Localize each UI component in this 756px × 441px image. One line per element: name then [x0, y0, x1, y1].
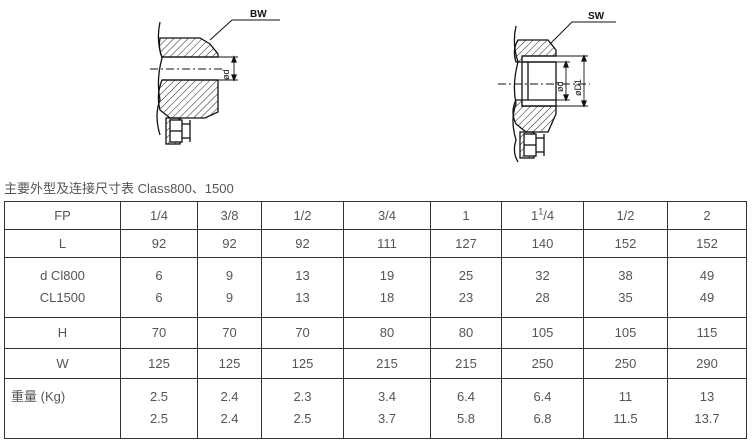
- size-tail: /4: [543, 207, 555, 223]
- cell: 115: [667, 317, 747, 349]
- cell: 23: [430, 286, 502, 318]
- cell: 250: [501, 348, 584, 379]
- cell: 2.3: [261, 378, 344, 407]
- cell: 9: [197, 257, 262, 286]
- cell: 2.5: [120, 378, 198, 407]
- cell: 125: [120, 348, 198, 379]
- header-size: 3/4: [343, 201, 431, 230]
- cell: 215: [430, 348, 502, 379]
- cell: 250: [583, 348, 668, 379]
- header-label: FP: [4, 201, 121, 230]
- cell: 11.5: [583, 407, 668, 439]
- cell: 49: [667, 286, 747, 318]
- cell: 140: [501, 229, 584, 258]
- dimension-table: FP 1/4 3/8 1/2 3/4 1 11/4 1/2 2 L 92 92 …: [4, 201, 747, 439]
- row-label: 重量 (Kg): [4, 378, 121, 407]
- cell: 70: [261, 317, 344, 349]
- header-size: 2: [667, 201, 747, 230]
- cell: 19: [343, 257, 431, 286]
- row-label: W: [4, 348, 121, 379]
- row-label: d Cl800: [4, 257, 121, 286]
- cell: 3.4: [343, 378, 431, 407]
- bw-label: BW: [250, 9, 267, 20]
- cell: 125: [197, 348, 262, 379]
- cell: 9: [197, 286, 262, 318]
- row-label: L: [4, 229, 121, 258]
- table-row: CL1500 6 9 13 18 23 28 35 49: [4, 286, 747, 318]
- bw-drawing: [150, 19, 280, 145]
- header-size: 1/2: [583, 201, 668, 230]
- table-row: W 125 125 125 215 215 250 250 290: [4, 348, 747, 379]
- cell: 290: [667, 348, 747, 379]
- cell: 3.7: [343, 407, 431, 439]
- size-sup: 1: [538, 206, 544, 217]
- cell: 92: [197, 229, 262, 258]
- cell: 80: [343, 317, 431, 349]
- size-whole: 1: [530, 207, 539, 223]
- cell: 35: [583, 286, 668, 318]
- cell: 111: [343, 229, 431, 258]
- header-size: 1/4: [120, 201, 198, 230]
- header-size: 1: [430, 201, 502, 230]
- cell: 28: [501, 286, 584, 318]
- cell: 13.7: [667, 407, 747, 439]
- cell: 18: [343, 286, 431, 318]
- table-caption: 主要外型及连接尺寸表 Class800、1500: [4, 181, 234, 196]
- cell: 70: [197, 317, 262, 349]
- cell: 6.8: [501, 407, 584, 439]
- row-label: [4, 407, 121, 439]
- cell: 38: [583, 257, 668, 286]
- connection-drawings: BW ød SW: [150, 9, 616, 163]
- cell: 5.8: [430, 407, 502, 439]
- cell: 13: [261, 286, 344, 318]
- cell: 13: [261, 257, 344, 286]
- cell: 92: [120, 229, 198, 258]
- header-size: 11/4: [501, 201, 584, 230]
- cell: 80: [430, 317, 502, 349]
- header-size: 1/2: [261, 201, 344, 230]
- cell: 13: [667, 378, 747, 407]
- cell: 2.5: [261, 407, 344, 439]
- cell: 215: [343, 348, 431, 379]
- header-size: 3/8: [197, 201, 262, 230]
- cell: 49: [667, 257, 747, 286]
- sw-label: SW: [588, 11, 605, 22]
- cell: 125: [261, 348, 344, 379]
- cell: 2.5: [120, 407, 198, 439]
- cell: 70: [120, 317, 198, 349]
- cell: 11: [583, 378, 668, 407]
- sw-dim-outer-label: øD1: [573, 79, 583, 96]
- table-row: L 92 92 92 111 127 140 152 152: [4, 229, 747, 258]
- row-label: CL1500: [4, 286, 121, 318]
- cell: 127: [430, 229, 502, 258]
- cell: 6: [120, 286, 198, 318]
- table-row: 2.5 2.4 2.5 3.7 5.8 6.8 11.5 13.7: [4, 407, 747, 439]
- row-label: H: [4, 317, 121, 349]
- cell: 6.4: [430, 378, 502, 407]
- cell: 152: [667, 229, 747, 258]
- sw-dim-inner-label: ød: [555, 81, 565, 92]
- cell: 25: [430, 257, 502, 286]
- table-row: H 70 70 70 80 80 105 105 115: [4, 317, 747, 349]
- cell: 2.4: [197, 407, 262, 439]
- cell: 92: [261, 229, 344, 258]
- bw-dim-label: ød: [221, 69, 231, 80]
- table-row: d Cl800 6 9 13 19 25 32 38 49: [4, 257, 747, 286]
- cell: 2.4: [197, 378, 262, 407]
- sw-drawing: [498, 21, 616, 163]
- table-row: 重量 (Kg) 2.5 2.4 2.3 3.4 6.4 6.4 11 13: [4, 378, 747, 407]
- header-row: FP 1/4 3/8 1/2 3/4 1 11/4 1/2 2: [4, 201, 747, 230]
- cell: 32: [501, 257, 584, 286]
- cell: 105: [583, 317, 668, 349]
- cell: 105: [501, 317, 584, 349]
- cell: 6.4: [501, 378, 584, 407]
- cell: 6: [120, 257, 198, 286]
- cell: 152: [583, 229, 668, 258]
